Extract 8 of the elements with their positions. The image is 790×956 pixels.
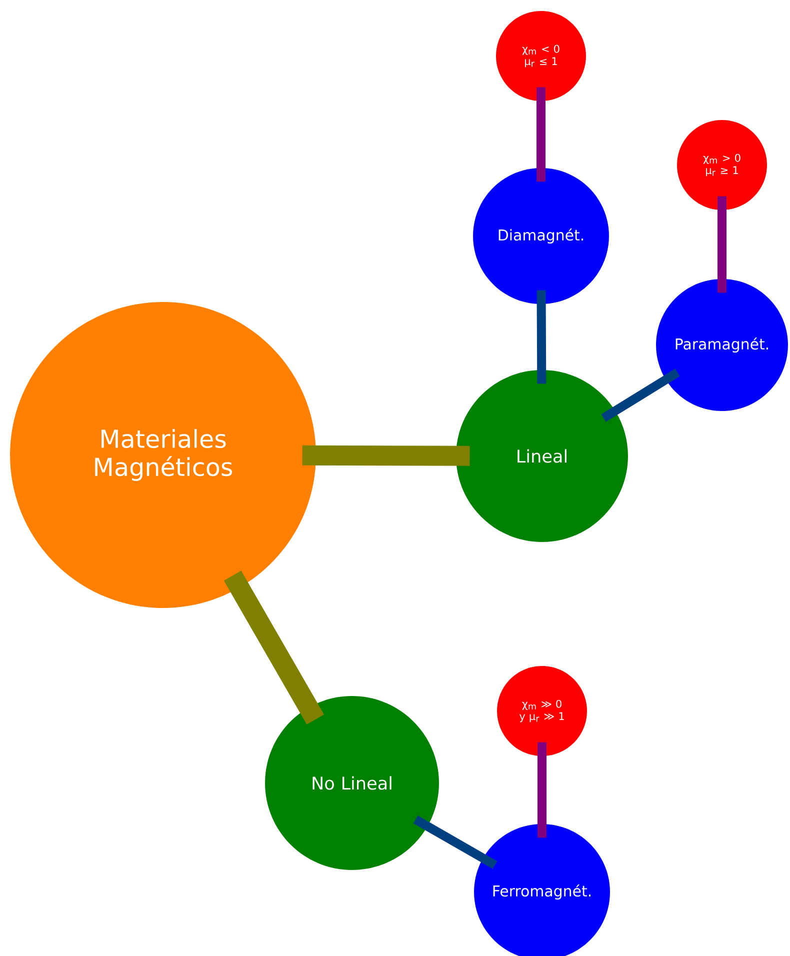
connector bbox=[413, 816, 498, 869]
connector bbox=[302, 445, 470, 466]
connector bbox=[718, 196, 726, 293]
connector bbox=[536, 87, 546, 182]
connector bbox=[536, 290, 546, 384]
connector bbox=[601, 368, 680, 422]
connector bbox=[224, 570, 324, 725]
connector bbox=[538, 742, 546, 838]
